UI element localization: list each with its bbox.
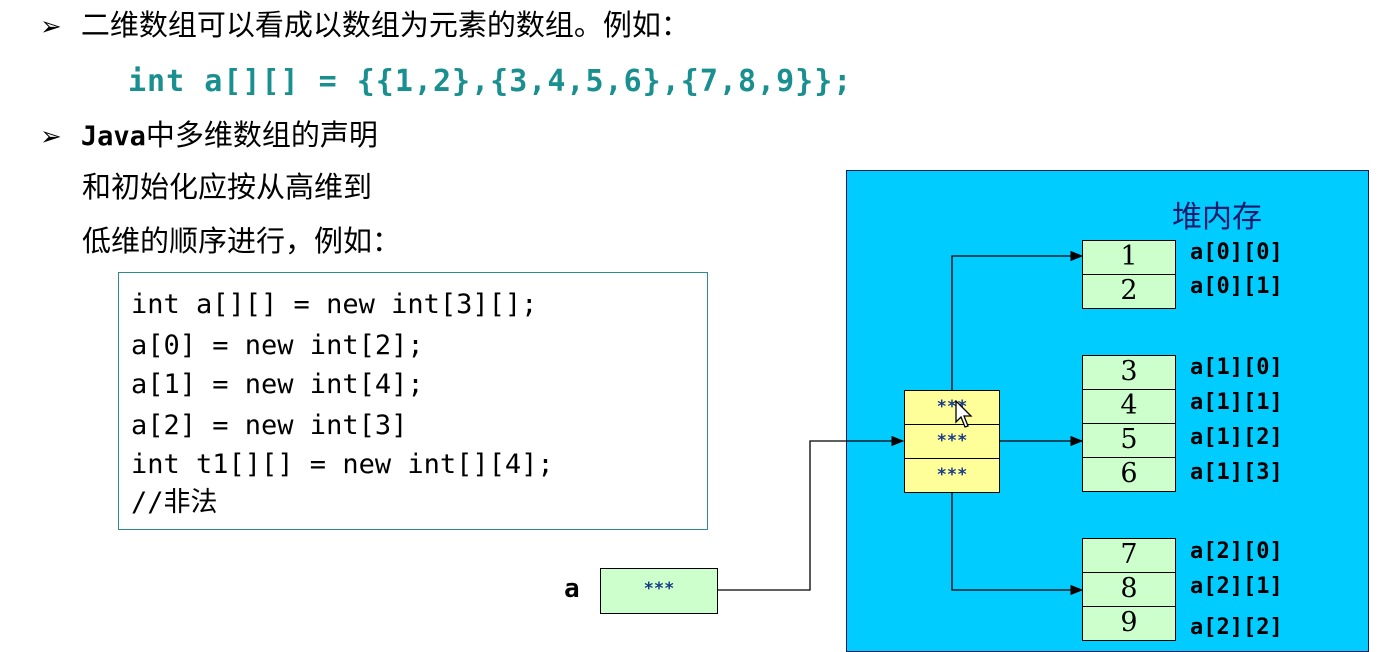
array-cell: 4 — [1082, 389, 1176, 424]
order-text-2: 低维的顺序进行，例如： — [82, 224, 402, 258]
code-line: a[1] = new int[4]; — [131, 369, 424, 400]
element-label: a[0][1] — [1190, 274, 1283, 299]
code-box: int a[][] = new int[3][]; a[0] = new int… — [118, 272, 708, 530]
element-label: a[1][3] — [1190, 460, 1283, 485]
pointer-cell: *** — [904, 424, 1000, 459]
variable-a-label: a — [564, 574, 580, 604]
bullet-line-2: ➢ Java中多维数组的声明 — [40, 118, 378, 152]
code-comment: //非法 — [131, 487, 218, 518]
heap-title: 堆内存 — [1172, 200, 1262, 235]
array-cell: 7 — [1082, 538, 1176, 573]
code-line: a[2] = new int[3] — [131, 410, 408, 441]
array-cell: 3 — [1082, 355, 1176, 390]
variable-a-box: *** — [600, 568, 718, 614]
bullet-arrow-icon: ➢ — [40, 122, 62, 152]
arrow-row0 — [951, 250, 1084, 390]
order-text-1: 和初始化应按从高维到 — [82, 170, 373, 204]
element-label: a[1][1] — [1190, 390, 1283, 415]
element-label: a[2][0] — [1190, 539, 1283, 564]
mouse-cursor-icon — [955, 400, 973, 428]
code-line: int a[][] = new int[3][]; — [131, 289, 538, 320]
array-cell: 2 — [1082, 274, 1176, 309]
arrow-row2 — [951, 493, 1084, 596]
array-cell: 8 — [1082, 572, 1176, 607]
code-line: a[0] = new int[2]; — [131, 330, 424, 361]
java-word: Java — [80, 121, 146, 152]
intro-text: 二维数组可以看成以数组为元素的数组。例如： — [80, 8, 690, 42]
element-label: a[0][0] — [1190, 240, 1283, 265]
arrow-a-to-array — [718, 435, 905, 591]
element-label: a[1][2] — [1190, 425, 1283, 450]
element-label: a[1][0] — [1190, 355, 1283, 380]
array-cell: 5 — [1082, 423, 1176, 458]
element-label: a[2][2] — [1190, 615, 1283, 640]
pointer-cell: *** — [904, 458, 1000, 493]
declaration-text: 中多维数组的声明 — [145, 118, 378, 152]
code-line: int t1[][] = new int[][4]; — [131, 449, 554, 480]
array-cell: 9 — [1082, 606, 1176, 641]
element-label: a[2][1] — [1190, 574, 1283, 599]
init-code: int a[][] = {{1,2},{3,4,5,6},{7,8,9}}; — [128, 64, 853, 99]
bullet-line-1: ➢ 二维数组可以看成以数组为元素的数组。例如： — [40, 8, 690, 42]
pointer-cell: *** — [904, 390, 1000, 425]
array-cell: 1 — [1082, 240, 1176, 275]
array-cell: 6 — [1082, 457, 1176, 492]
bullet-arrow-icon: ➢ — [40, 12, 62, 42]
